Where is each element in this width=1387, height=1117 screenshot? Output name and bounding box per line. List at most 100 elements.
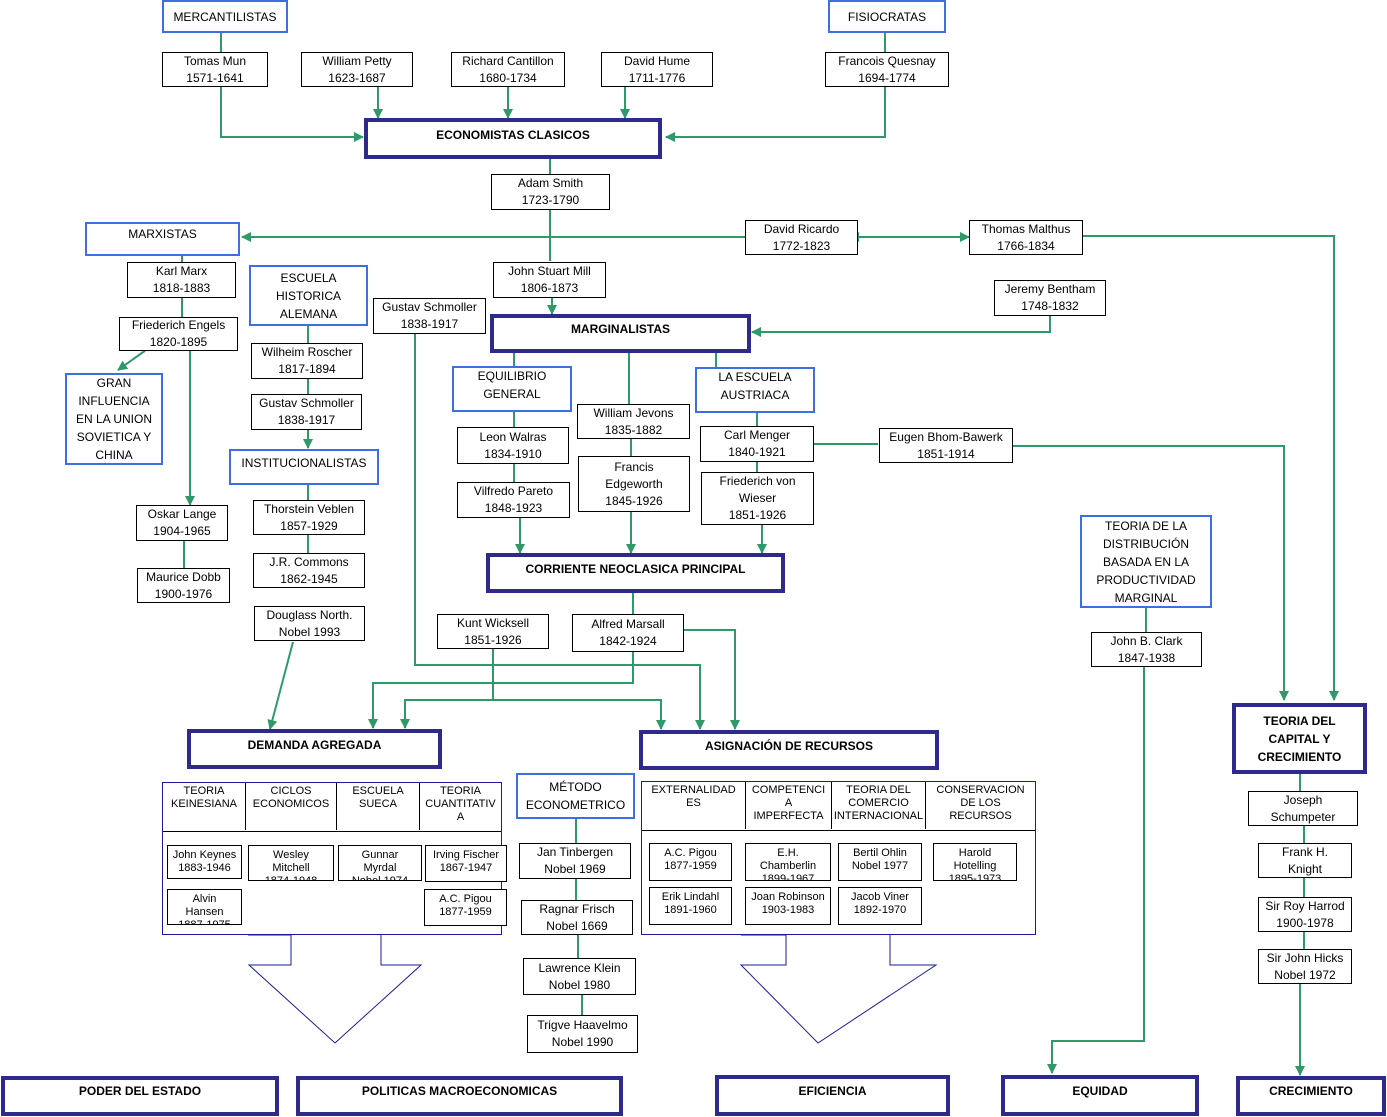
kunt-wicksell-box: Kunt Wicksell 1851-1926 bbox=[437, 614, 549, 649]
connector-clark-equidad bbox=[1047, 666, 1145, 1074]
connector-marshall-asignacion bbox=[683, 629, 740, 730]
poder-estado-outcome: PODER DEL ESTADO bbox=[1, 1076, 279, 1116]
connector-north-demanda bbox=[267, 641, 294, 730]
fisiocratas-box: FISIOCRATAS bbox=[828, 0, 946, 33]
funnel-asignacion bbox=[739, 934, 938, 1044]
joan-robinson-box: Joan Robinson 1903-1983 bbox=[745, 887, 831, 925]
jan-tinbergen-box: Jan Tinbergen Nobel 1969 bbox=[519, 843, 631, 879]
joseph-schumpeter-box: Joseph Schumpeter bbox=[1248, 791, 1358, 826]
header-externalidades: EXTERNALIDAD ES bbox=[642, 782, 746, 829]
equilibrio-general-box: EQUILIBRIO GENERAL bbox=[452, 366, 572, 412]
funnel-demanda bbox=[247, 934, 423, 1044]
frank-knight-box: Frank H. Knight bbox=[1258, 843, 1352, 878]
connector-wicksell-demanda bbox=[400, 699, 493, 729]
trigve-haavelmo-box: Trigve Haavelmo Nobel 1990 bbox=[527, 1015, 638, 1053]
institucionalistas-box: INSTITUCIONALISTAS bbox=[229, 449, 379, 485]
eugen-bhom-bawerk-box: Eugen Bhom-Bawerk 1851-1914 bbox=[879, 428, 1013, 463]
header-conservacion-recursos: CONSERVACION DE LOS RECURSOS bbox=[926, 782, 1035, 829]
connector-malthus-capital bbox=[1083, 235, 1339, 701]
economistas-clasicos-heading: ECONOMISTAS CLASICOS bbox=[364, 118, 662, 159]
leon-walras-box: Leon Walras 1834-1910 bbox=[457, 427, 569, 464]
david-ricardo-box: David Ricardo 1772-1823 bbox=[745, 220, 858, 255]
vilfredo-pareto-box: Vilfredo Pareto 1848-1923 bbox=[457, 482, 570, 518]
connector-mun-clasicos bbox=[220, 86, 364, 142]
connector-marshall-demanda bbox=[368, 651, 634, 729]
william-petty-box: William Petty 1623-1687 bbox=[301, 52, 413, 87]
thomas-malthus-box: Thomas Malthus 1766-1834 bbox=[969, 220, 1083, 255]
wesley-mitchell-box: Wesley Mitchell 1874-1948 bbox=[248, 845, 334, 881]
marxistas-box: MARXISTAS bbox=[85, 222, 240, 256]
gunnar-myrdal-box: Gunnar Myrdal Nobel 1974 bbox=[338, 845, 422, 881]
oskar-lange-box: Oskar Lange 1904-1965 bbox=[136, 505, 228, 541]
carl-menger-box: Carl Menger 1840-1921 bbox=[700, 426, 814, 462]
gustav-schmoller-box: Gustav Schmoller 1838-1917 bbox=[251, 394, 362, 430]
friederich-engels-box: Friederich Engels 1820-1895 bbox=[119, 317, 238, 351]
pigou-demanda-box: A.C. Pigou 1877-1959 bbox=[424, 889, 507, 926]
wilheim-roscher-box: Wilheim Roscher 1817-1894 bbox=[251, 343, 363, 379]
chamberlin-box: E.H. Chamberlin 1899-1967 bbox=[745, 843, 831, 881]
bertil-ohlin-box: Bertil Ohlin Nobel 1977 bbox=[838, 843, 922, 881]
demanda-group-header-row bbox=[163, 783, 501, 832]
eficiencia-outcome: EFICIENCIA bbox=[715, 1075, 950, 1116]
corriente-neoclasica-heading: CORRIENTE NEOCLASICA PRINCIPAL bbox=[486, 553, 785, 593]
irving-fischer-box: Irving Fischer 1867-1947 bbox=[425, 845, 507, 882]
roy-harrod-box: Sir Roy Harrod 1900-1978 bbox=[1258, 897, 1352, 932]
erik-lindahl-box: Erik Lindahl 1891-1960 bbox=[649, 887, 732, 925]
jeremy-bentham-box: Jeremy Bentham 1748-1832 bbox=[994, 280, 1106, 316]
alvin-hansen-box: Alvin Hansen 1887-1975 bbox=[167, 889, 242, 925]
escuela-austriaca-box: LA ESCUELA AUSTRIACA bbox=[695, 367, 815, 413]
tomas-mun-box: Tomas Mun 1571-1641 bbox=[162, 52, 268, 87]
mercantilistas-box: MERCANTILISTAS bbox=[162, 0, 288, 33]
header-competencia-imperfecta: COMPETENCI A IMPERFECTA bbox=[746, 782, 832, 829]
ragnar-frisch-box: Ragnar Frisch Nobel 1669 bbox=[521, 900, 633, 935]
teoria-capital-heading: TEORIA DEL CAPITAL Y CRECIMIENTO bbox=[1232, 703, 1367, 774]
douglass-north-box: Douglass North. Nobel 1993 bbox=[254, 606, 365, 641]
jacob-viner-box: Jacob Viner 1892-1970 bbox=[838, 887, 922, 925]
david-hume-box: David Hume 1711-1776 bbox=[601, 52, 713, 87]
asignacion-group-header-row bbox=[642, 782, 1035, 831]
alfred-marsall-box: Alfred Marsall 1842-1924 bbox=[572, 614, 684, 652]
connector-engels-influencia bbox=[117, 349, 147, 371]
pigou-asignacion-box: A.C. Pigou 1877-1959 bbox=[649, 843, 732, 881]
equidad-outcome: EQUIDAD bbox=[1001, 1075, 1199, 1116]
header-teoria-keinesiana: TEORIA KEINESIANA bbox=[163, 783, 246, 830]
richard-cantillon-box: Richard Cantillon 1680-1734 bbox=[451, 52, 565, 87]
karl-marx-box: Karl Marx 1818-1883 bbox=[127, 262, 236, 298]
teoria-distribucion-box: TEORIA DE LA DISTRIBUCIÓN BASADA EN LA P… bbox=[1080, 515, 1212, 608]
harold-hotelling-box: Harold Hotelling 1895-1973 bbox=[933, 843, 1017, 881]
adam-smith-box: Adam Smith 1723-1790 bbox=[491, 174, 610, 210]
crecimiento-outcome: CRECIMIENTO bbox=[1236, 1076, 1386, 1116]
john-b-clark-box: John B. Clark 1847-1938 bbox=[1091, 632, 1202, 667]
connector-bentham-marginalistas bbox=[751, 315, 1051, 337]
william-jevons-box: William Jevons 1835-1882 bbox=[577, 404, 690, 439]
header-teoria-cuantitativa: TEORIA CUANTITATIV A bbox=[420, 783, 501, 830]
francois-quesnay-box: Francois Quesnay 1694-1774 bbox=[825, 52, 949, 87]
friederich-von-wieser-box: Friederich von Wieser 1851-1926 bbox=[701, 472, 814, 525]
thorstein-veblen-box: Thorstein Veblen 1857-1929 bbox=[253, 500, 365, 535]
gustav-schmoller-main-box: Gustav Schmoller 1838-1917 bbox=[373, 298, 486, 334]
escuela-historica-box: ESCUELA HISTORICA ALEMANA bbox=[249, 265, 368, 326]
connector-schmoller-asignacion bbox=[414, 333, 705, 730]
maurice-dobb-box: Maurice Dobb 1900-1976 bbox=[137, 568, 230, 603]
gran-influencia-box: GRAN INFLUENCIA EN LA UNION SOVIETICA Y … bbox=[65, 373, 163, 465]
john-stuart-mill-box: John Stuart Mill 1806-1873 bbox=[493, 262, 606, 298]
marginalistas-heading: MARGINALISTAS bbox=[490, 314, 751, 353]
connector-quesnay-clasicos bbox=[665, 86, 886, 142]
politicas-macroeconomicas-outcome: POLITICAS MACROECONOMICAS bbox=[296, 1076, 623, 1116]
john-keynes-box: John Keynes 1883-1946 bbox=[167, 845, 242, 879]
demanda-agregada-heading: DEMANDA AGREGADA bbox=[187, 729, 442, 769]
metodo-econometrico-box: MÉTODO ECONOMETRICO bbox=[516, 773, 635, 819]
jr-commons-box: J.R. Commons 1862-1945 bbox=[253, 553, 365, 588]
asignacion-recursos-heading: ASIGNACIÓN DE RECURSOS bbox=[639, 730, 939, 770]
john-hicks-box: Sir John Hicks Nobel 1972 bbox=[1258, 949, 1352, 984]
header-comercio-internacional: TEORIA DEL COMERCIO INTERNACIONAL bbox=[832, 782, 926, 829]
header-ciclos-economicos: CICLOS ECONOMICOS bbox=[246, 783, 337, 830]
header-escuela-sueca: ESCUELA SUECA bbox=[337, 783, 420, 830]
connector-wicksell-asignacion bbox=[493, 699, 666, 730]
connector-bawerk-capital bbox=[1012, 445, 1289, 701]
lawrence-klein-box: Lawrence Klein Nobel 1980 bbox=[523, 958, 636, 995]
francis-edgeworth-box: Francis Edgeworth 1845-1926 bbox=[578, 456, 690, 512]
asignacion-recursos-group bbox=[641, 781, 1036, 935]
